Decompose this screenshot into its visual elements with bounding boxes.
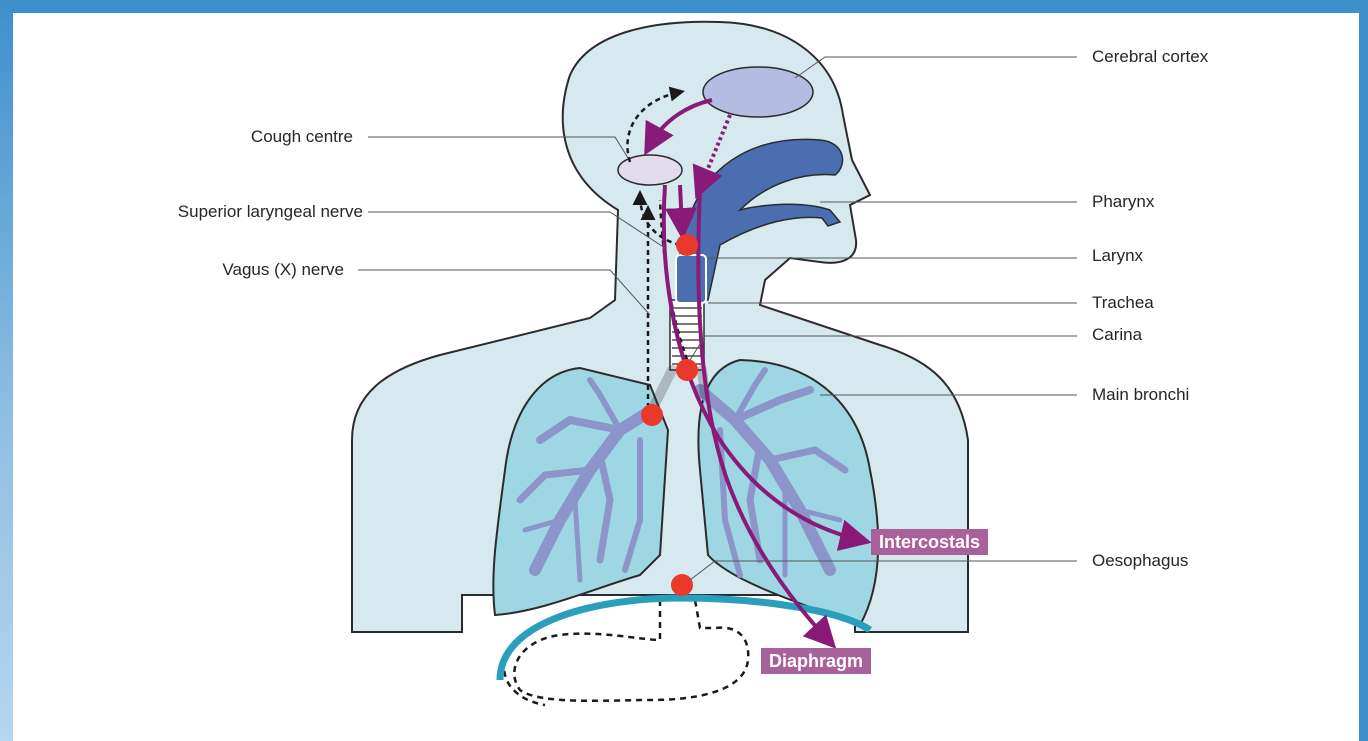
receptor-dot-bronchus	[641, 404, 663, 426]
label-cough-centre: Cough centre	[150, 127, 353, 147]
label-oesophagus: Oesophagus	[1092, 551, 1188, 571]
label-cerebral-cortex: Cerebral cortex	[1092, 47, 1208, 67]
oesophagus-path	[514, 600, 748, 701]
receptor-dot-carina	[676, 359, 698, 381]
effector-tag-diaphragm: Diaphragm	[761, 648, 871, 674]
label-vagus-nerve: Vagus (X) nerve	[120, 260, 344, 280]
cerebral-cortex-region	[703, 67, 813, 117]
effector-tag-intercostals: Intercostals	[871, 529, 988, 555]
label-pharynx: Pharynx	[1092, 192, 1154, 212]
label-trachea: Trachea	[1092, 293, 1154, 313]
larynx-body	[676, 255, 706, 303]
label-larynx: Larynx	[1092, 246, 1143, 266]
label-carina: Carina	[1092, 325, 1142, 345]
label-superior-laryngeal-nerve: Superior laryngeal nerve	[60, 202, 363, 222]
cough-centre-region	[618, 155, 682, 185]
receptor-dot-oesophagus	[671, 574, 693, 596]
label-main-bronchi: Main bronchi	[1092, 385, 1189, 405]
receptor-dot-larynx	[676, 234, 698, 256]
